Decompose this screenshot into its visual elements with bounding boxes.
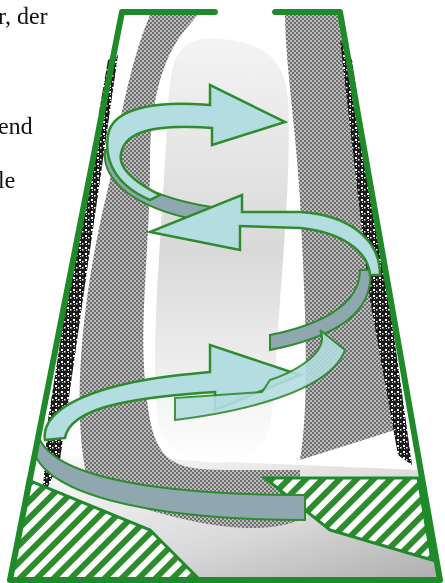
cyclone-diagram bbox=[0, 0, 445, 583]
